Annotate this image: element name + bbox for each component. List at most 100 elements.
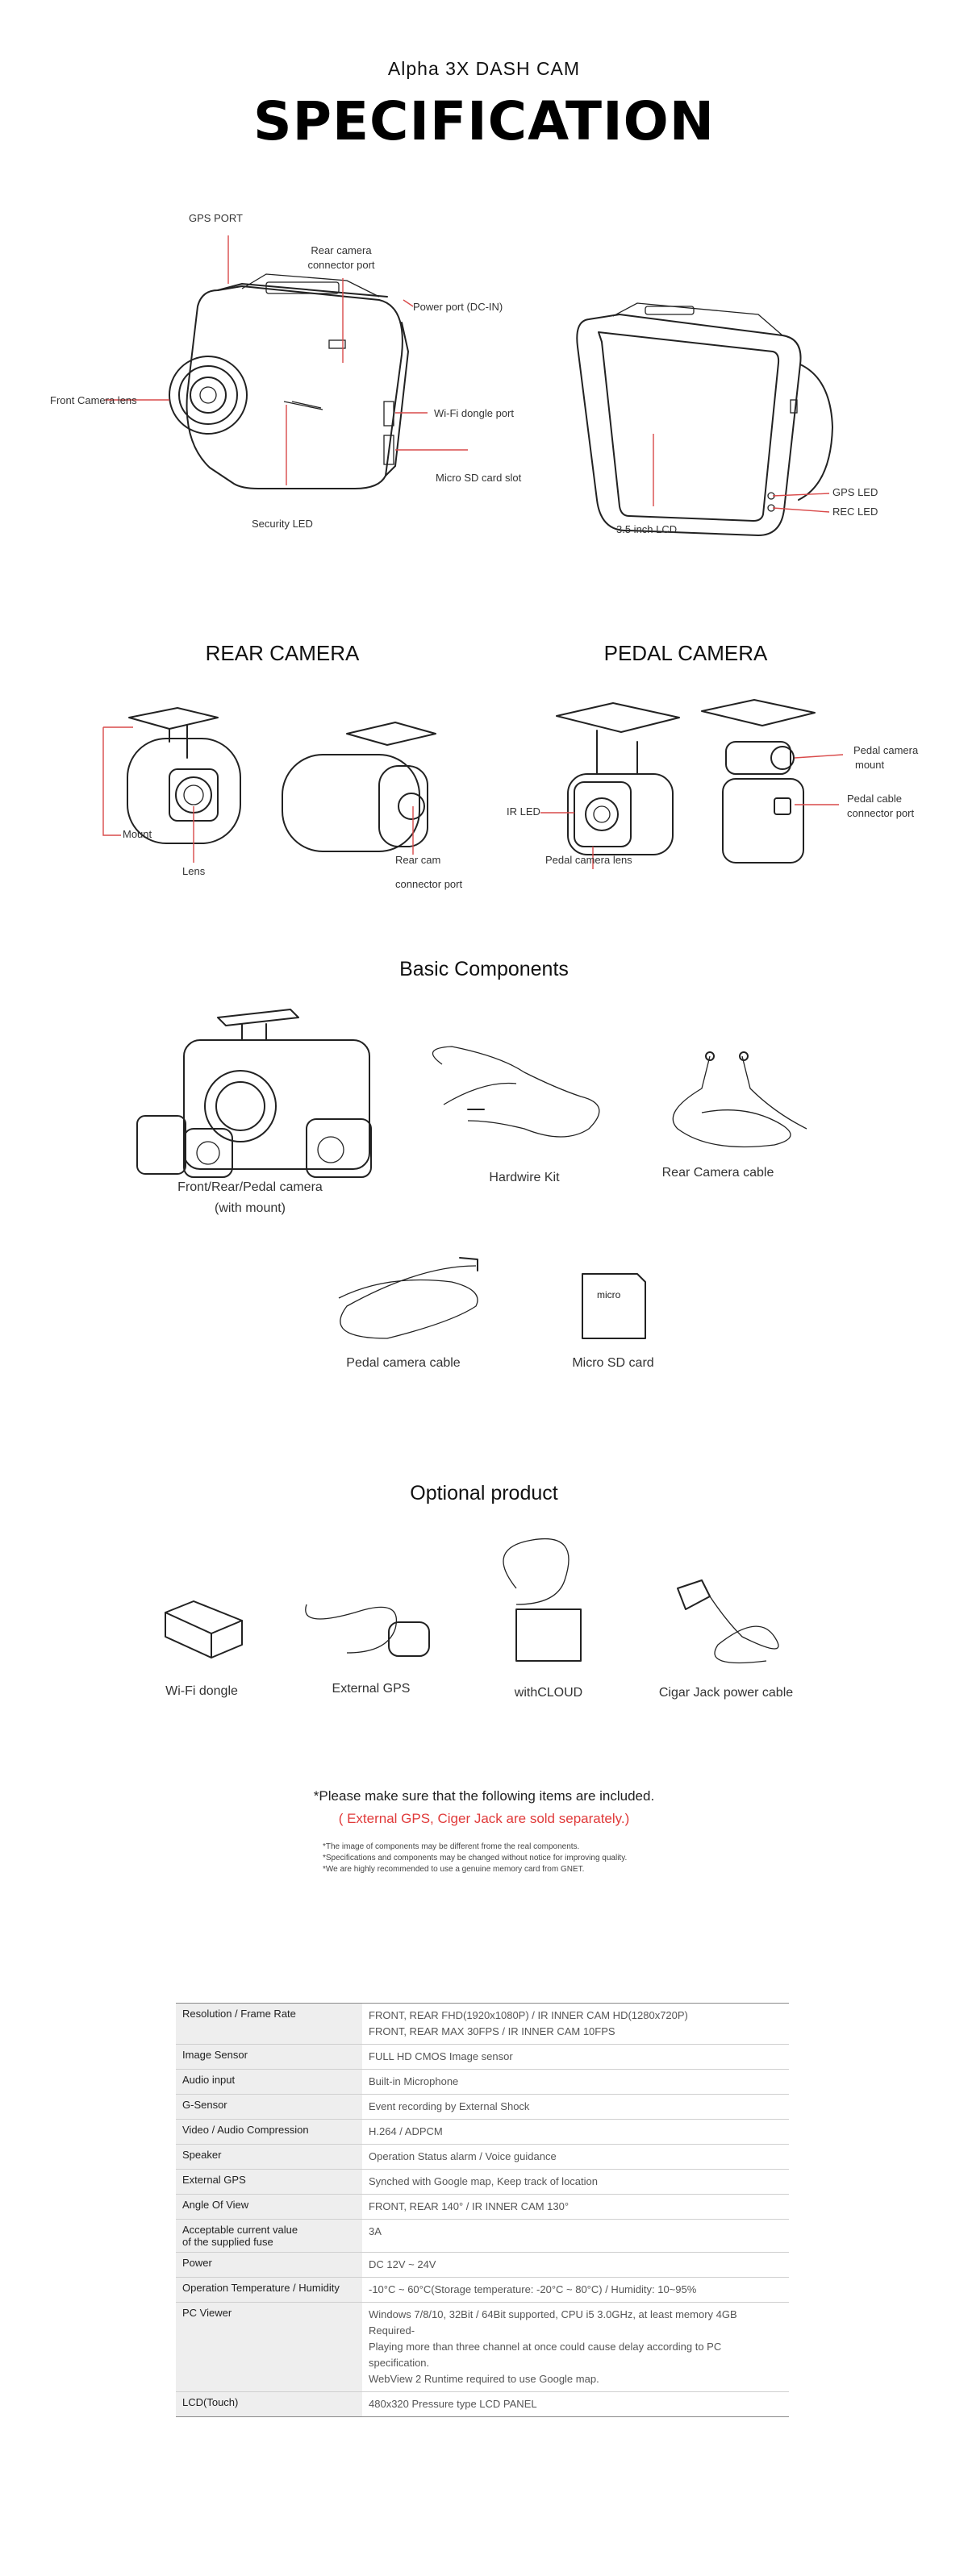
pedal-camera-drawing-2 (701, 699, 816, 864)
label-ir-led: IR LED (507, 805, 540, 818)
spec-value: Windows 7/8/10, 32Bit / 64Bit supported,… (362, 2302, 789, 2392)
micro-sd-card-drawing: micro (582, 1273, 646, 1339)
spec-key: Video / Audio Compression (176, 2119, 362, 2145)
camera-set-drawing (136, 1009, 372, 1178)
spec-key: Power (176, 2252, 362, 2278)
label-gps-led: GPS LED (832, 486, 878, 498)
label-lcd: 3.5 inch LCD (616, 523, 678, 535)
basic-components-title: Basic Components (399, 958, 569, 980)
pedal-camera-drawing-1 (556, 702, 680, 855)
basic-components-illustration: micro (136, 1009, 807, 1339)
note-line: *We are highly recommended to use a genu… (323, 1865, 585, 1874)
cigar-jack-cable-drawing (677, 1579, 779, 1664)
label-gps-port: GPS PORT (189, 212, 243, 224)
spec-row: Operation Temperature / Humidity-10°C ~ … (176, 2277, 789, 2303)
spec-key: Audio input (176, 2069, 362, 2095)
spec-value: 3A (362, 2219, 789, 2253)
spec-value: DC 12V ~ 24V (362, 2252, 789, 2278)
spec-key: External GPS (176, 2169, 362, 2195)
spec-value: Event recording by External Shock (362, 2094, 789, 2120)
label-rear-connector-2: connector port (395, 878, 463, 890)
external-gps-drawing (305, 1604, 430, 1657)
spec-key: G-Sensor (176, 2094, 362, 2120)
page-title: SPECIFICATION (253, 90, 715, 152)
rear-camera-drawing-2 (282, 722, 436, 852)
notice-included: *Please make sure that the following ite… (313, 1788, 655, 1804)
rear-pedal-illustration (102, 699, 844, 869)
label-rec-led: REC LED (832, 506, 878, 518)
rear-camera-cable-drawing (672, 1051, 807, 1148)
notice-sold-separately: ( External GPS, Ciger Jack are sold sepa… (338, 1811, 630, 1826)
notice-small-notes: *The image of components may be differen… (323, 1841, 661, 1875)
caption-cigar-jack-cable: Cigar Jack power cable (658, 1686, 794, 1700)
spec-value: H.264 / ADPCM (362, 2119, 789, 2145)
rear-camera-drawing-1 (127, 707, 241, 844)
spec-value: 480x320 Pressure type LCD PANEL (362, 2391, 789, 2417)
note-line: *The image of components may be differen… (323, 1842, 580, 1851)
caption-hardwire-kit: Hardwire Kit (489, 1171, 560, 1184)
spec-key: Resolution / Frame Rate (176, 2003, 362, 2045)
label-pedal-cable-2: connector port (847, 807, 915, 819)
caption-cameras-1: Front/Rear/Pedal camera (177, 1180, 323, 1194)
optional-product-title: Optional product (410, 1482, 558, 1504)
rear-camera-title: REAR CAMERA (205, 641, 360, 665)
withcloud-drawing (503, 1538, 582, 1662)
label-rear-connector-line2: connector port (307, 259, 375, 271)
product-subtitle: Alpha 3X DASH CAM (387, 58, 581, 79)
hardwire-kit-drawing (432, 1046, 600, 1138)
dashcam-front-drawing (169, 273, 409, 489)
svg-text:micro: micro (597, 1289, 621, 1300)
spec-key: Speaker (176, 2144, 362, 2170)
spec-key: Angle Of View (176, 2194, 362, 2220)
pedal-camera-cable-drawing (338, 1257, 478, 1339)
spec-value: FRONT, REAR 140° / IR INNER CAM 130° (362, 2194, 789, 2220)
main-unit-illustration (105, 235, 833, 536)
spec-value: Operation Status alarm / Voice guidance (362, 2144, 789, 2170)
caption-wifi-dongle: Wi-Fi dongle (165, 1684, 238, 1698)
label-front-lens: Front Camera lens (50, 394, 137, 406)
label-pedal-mount-1: Pedal camera (853, 744, 919, 756)
label-rear-connector-line1: Rear camera (311, 244, 372, 256)
label-sd-slot: Micro SD card slot (436, 472, 522, 484)
caption-pedal-camera-cable: Pedal camera cable (346, 1356, 461, 1370)
label-rear-mount: Mount (123, 828, 152, 840)
spec-value: Synched with Google map, Keep track of l… (362, 2169, 789, 2195)
label-pedal-cable-1: Pedal cable (847, 793, 902, 805)
spec-value: Built-in Microphone (362, 2069, 789, 2095)
spec-row: LCD(Touch)480x320 Pressure type LCD PANE… (176, 2391, 789, 2417)
spec-value: -10°C ~ 60°C(Storage temperature: -20°C … (362, 2277, 789, 2303)
label-pedal-mount-2: mount (855, 759, 885, 771)
optional-products-illustration (165, 1538, 779, 1664)
spec-key: Image Sensor (176, 2044, 362, 2070)
caption-external-gps: External GPS (332, 1682, 411, 1696)
spec-value: FRONT, REAR FHD(1920x1080P) / IR INNER C… (362, 2003, 789, 2045)
pedal-camera-title: PEDAL CAMERA (603, 641, 768, 665)
wifi-dongle-drawing (165, 1600, 243, 1658)
caption-micro-sd-card: Micro SD card (572, 1356, 654, 1370)
label-security-led: Security LED (252, 518, 313, 530)
label-rear-connector-1: Rear cam (395, 854, 441, 866)
label-wifi-port: Wi-Fi dongle port (434, 407, 514, 419)
note-line: *Specifications and components may be ch… (323, 1854, 628, 1862)
caption-cameras-2: (with mount) (214, 1201, 286, 1215)
spec-value: FULL HD CMOS Image sensor (362, 2044, 789, 2070)
label-pedal-lens: Pedal camera lens (545, 854, 632, 866)
caption-rear-camera-cable: Rear Camera cable (661, 1166, 774, 1180)
label-power-port: Power port (DC-IN) (413, 301, 503, 313)
spec-key: PC Viewer (176, 2302, 362, 2392)
spec-key: Operation Temperature / Humidity (176, 2277, 362, 2303)
spec-key: LCD(Touch) (176, 2391, 362, 2417)
